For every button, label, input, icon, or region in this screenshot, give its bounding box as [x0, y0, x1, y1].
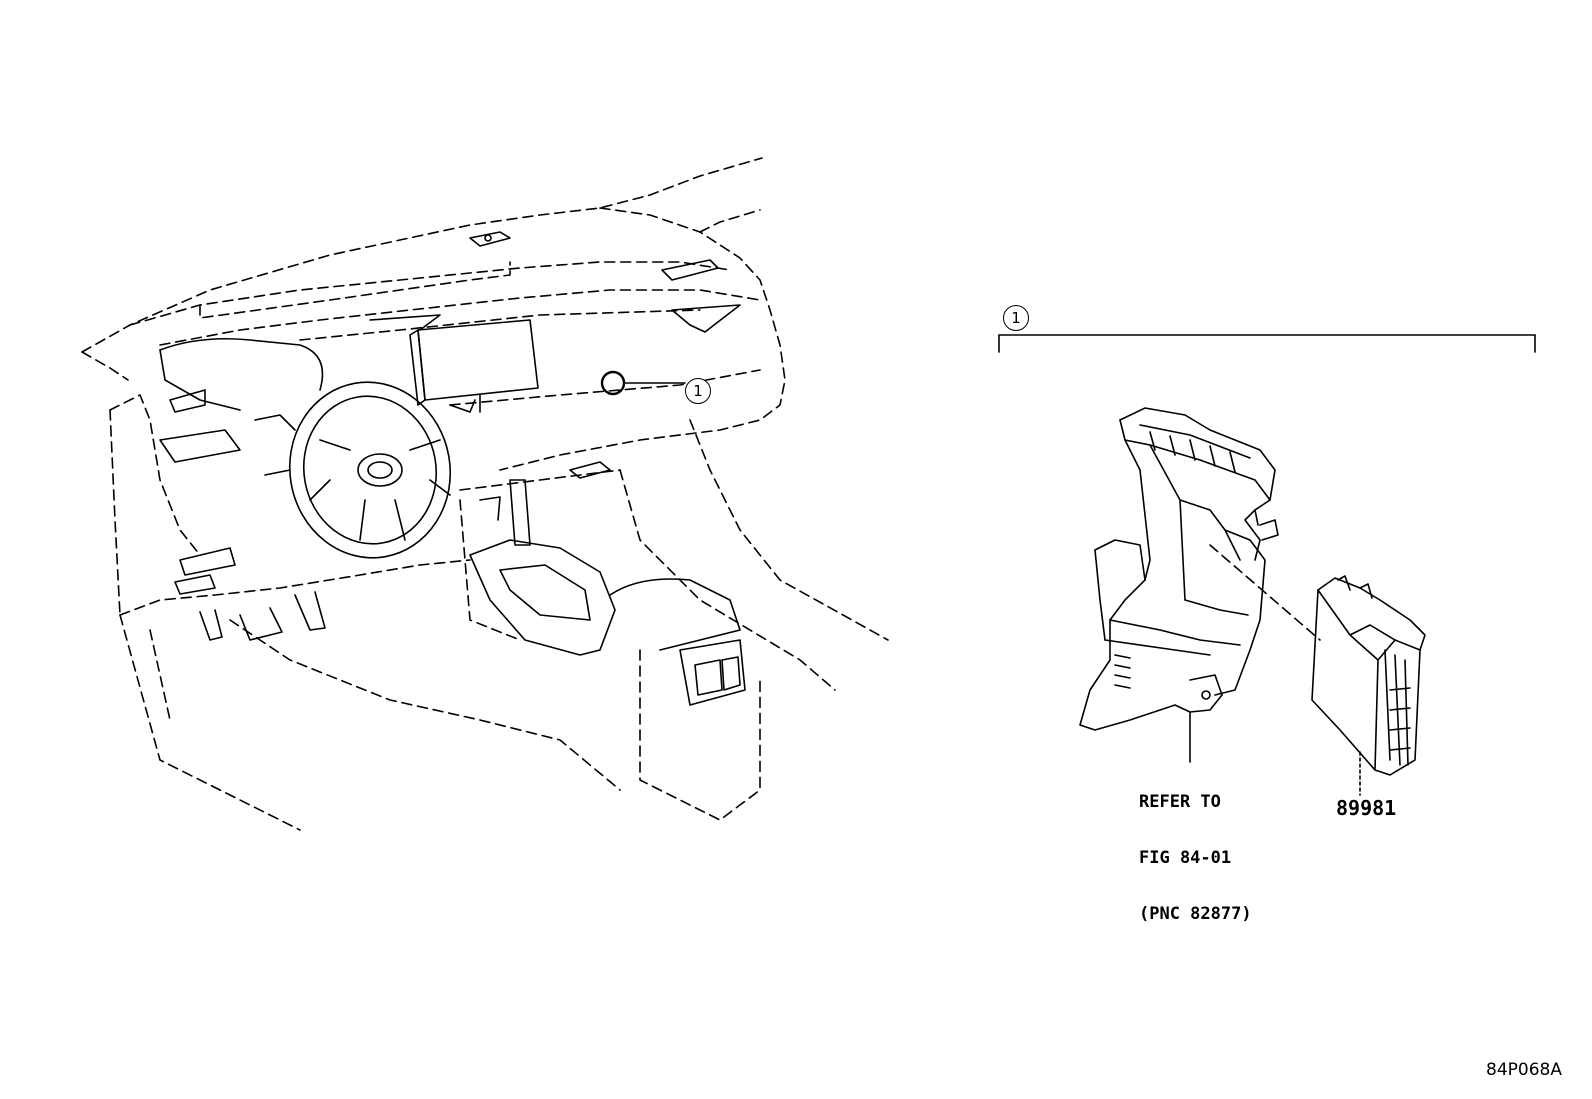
- reference-note: REFER TO FIG 84-01 (PNC 82877): [1139, 760, 1252, 945]
- callout-number-bracket: 1: [1003, 305, 1029, 331]
- callout-number-location-text: 1: [693, 382, 703, 400]
- dashboard-illustration: [81, 157, 889, 831]
- part-number-label: 89981: [1336, 796, 1397, 820]
- figure-code-label: 84P068A: [1486, 1060, 1562, 1080]
- callout-number-location: 1: [685, 378, 711, 404]
- junction-bracket-illustration: [1079, 407, 1279, 763]
- assembly-bracket: [998, 334, 1536, 353]
- reference-note-line1: REFER TO: [1139, 792, 1221, 812]
- callout-number-bracket-text: 1: [1011, 309, 1021, 327]
- ecu-module-illustration: [1209, 544, 1426, 796]
- reference-note-line3: (PNC 82877): [1139, 904, 1252, 924]
- reference-note-line2: FIG 84-01: [1139, 848, 1232, 868]
